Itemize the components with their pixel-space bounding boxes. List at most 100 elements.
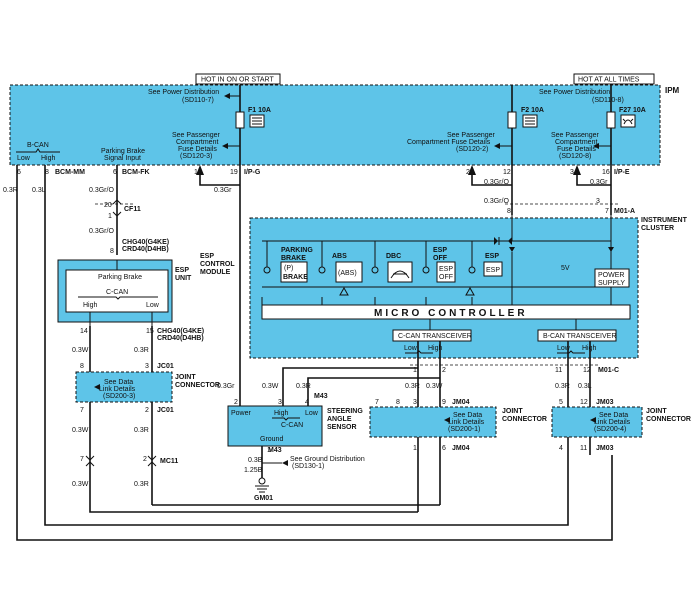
pin: 7 [605, 208, 609, 215]
wire-label: 0.3R [134, 427, 149, 434]
esp-unit-label: ESP [175, 267, 189, 274]
sas-box [227, 405, 323, 447]
connector-m01c: M01-C [598, 367, 619, 374]
bcan-transceiver [537, 329, 617, 342]
lamp-dbc: DBC [371, 241, 413, 283]
esp-high: High [83, 302, 98, 309]
esp-module-label: MODULE [200, 269, 231, 276]
connector-m43: M43 [268, 447, 282, 454]
abs-icon-text: (ABS) [338, 270, 357, 277]
pin: 8 [507, 208, 511, 215]
esp-ccan: C-CAN [106, 289, 128, 296]
connector-bcm-mm: BCM-MM [55, 169, 85, 176]
triangle-icon [465, 286, 475, 296]
pin: 7 [80, 456, 84, 463]
fuse-f2-label: F2 10A [521, 107, 544, 114]
connector-m01a: M01-A [614, 208, 635, 215]
fuse-f27: F27 10A [606, 85, 646, 165]
pin: 2 [234, 399, 238, 406]
lamp-label: PARKING [281, 247, 313, 254]
pin: 16 [602, 169, 610, 176]
joint-label: CONNECTOR [502, 416, 547, 423]
fuse-f27-label: F27 10A [619, 107, 646, 114]
pin: 5 [559, 399, 563, 406]
micro-controller-box [261, 304, 631, 320]
arrow-up-icon [196, 165, 204, 175]
jc01-see: See Data [104, 379, 133, 386]
pin: 4 [305, 399, 309, 406]
esp-icon-text: ESP [486, 267, 500, 274]
pin: 19 [230, 169, 238, 176]
joint-connector-jm03: 5 12 JM03 See Data Link Details (SD200-4… [551, 399, 691, 452]
pin: 1 [413, 445, 417, 452]
diode-icon [608, 247, 614, 252]
pass-fuse-3: See Passenger [551, 132, 600, 139]
jm04-ref: (SD200-1) [448, 426, 480, 433]
wire-label: 1.25B [244, 467, 263, 474]
pin: 8 [45, 169, 49, 176]
wire-label: 0.3L [32, 187, 46, 194]
lamp-label: ESP [433, 247, 447, 254]
jm03-box [551, 406, 643, 438]
pass-fuse-1: Compartment [176, 139, 218, 146]
sas-ground: Ground [260, 436, 283, 443]
connector-jm03: JM03 [596, 445, 614, 452]
power-dist-2-ref: (SD110-8) [592, 97, 624, 104]
esp-control-module: Parking Brake C-CAN High Low ESP UNIT ES… [57, 253, 235, 323]
sas-high: High [274, 410, 289, 417]
pin: 3 [570, 169, 574, 176]
arrow-icon [222, 143, 228, 149]
jm03-see: Link Details [594, 419, 631, 426]
header-hot-on-start-text: HOT IN ON OR START [201, 77, 274, 84]
esp-module-label: ESP [200, 253, 214, 260]
connector-gm01: GM01 [254, 495, 273, 502]
pass-fuse-2: (SD120-2) [456, 146, 488, 153]
connector-chg40: CHG40(G4KE) [157, 328, 204, 335]
header-hot-all-times-text: HOT AT ALL TIMES [578, 77, 640, 84]
arrow-icon [444, 417, 450, 423]
arrow-up-icon [468, 165, 476, 175]
joint-label: JOINT [175, 374, 196, 381]
pin: 15 [146, 328, 154, 335]
jm03-ref: (SD200-4) [594, 426, 626, 433]
parking-icon-text: (P) [284, 265, 293, 272]
jm03-see: See Data [599, 412, 628, 419]
pin: 9 [442, 399, 446, 406]
pin: 12 [580, 399, 588, 406]
pin: 2 [442, 367, 446, 374]
jm04-box [369, 406, 497, 438]
pin: 3 [596, 198, 600, 205]
lamp-label: DBC [386, 253, 401, 260]
wire-label: 0.3Gr/O [484, 198, 509, 205]
esp-low: Low [146, 302, 160, 309]
joint-label: CONNECTOR [175, 382, 220, 389]
bcan-transceiver-label: B-CAN TRANSCEIVER [543, 333, 616, 340]
pass-fuse-1: (SD120-3) [180, 153, 212, 160]
esp-module-label: CONTROL [200, 261, 235, 268]
header-hot-all-times [573, 73, 655, 85]
bcan-low: Low [17, 155, 31, 162]
bcan-low: Low [557, 345, 571, 352]
pass-fuse-1: Fuse Details [178, 146, 217, 153]
ground-see: See Ground Distribution [290, 456, 365, 463]
wire-label: 0.3R [555, 383, 570, 390]
parking-brake-icon [280, 261, 308, 283]
wire-label: 0.3W [426, 383, 443, 390]
pin: 8 [80, 363, 84, 370]
pass-fuse-3: Compartment [555, 139, 597, 146]
ground-ref: (SD130-1) [292, 463, 324, 470]
esp-off-icon [436, 261, 456, 283]
lamp-label: ESP [485, 253, 499, 260]
sas-label: STEERING [327, 408, 363, 415]
cluster-label: INSTRUMENT [641, 217, 688, 224]
sas-low: Low [305, 410, 319, 417]
jm04-see: Link Details [448, 419, 485, 426]
pin: 14 [80, 328, 88, 335]
wire-label: 0.3R [405, 383, 420, 390]
connector-cf11: CF11 [124, 206, 141, 213]
pin: 7 [375, 399, 379, 406]
diode-icon [509, 247, 515, 252]
header-hot-on-start [195, 73, 281, 85]
connector-bcm-fk: BCM-FK [122, 169, 150, 176]
